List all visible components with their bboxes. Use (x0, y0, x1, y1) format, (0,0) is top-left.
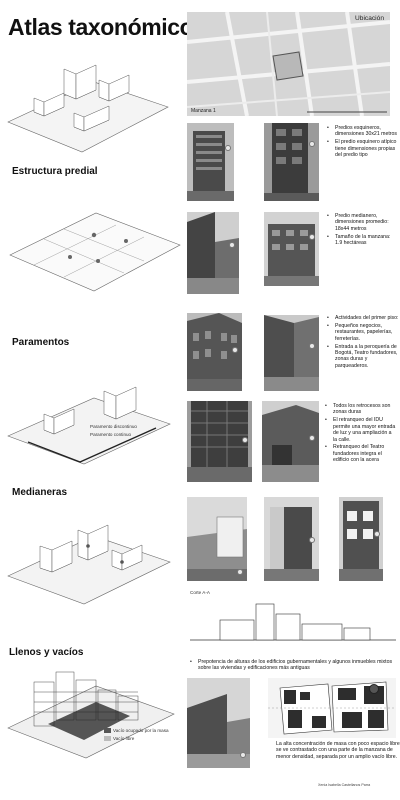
figure-ground-plan (268, 678, 396, 738)
photo-building-corner (187, 123, 234, 201)
camera-icon (225, 145, 231, 151)
camera-icon (240, 752, 246, 758)
location-map: Ubicación Manzana 1 (187, 12, 390, 116)
notes-llenos: Prepotencia de alturas de los edificios … (190, 659, 395, 673)
isometric-medianeras-diagram (4, 510, 174, 608)
photo-historic-corner (187, 313, 242, 391)
note-item: El predio esquinero atípico tiene dimens… (327, 139, 397, 158)
section-heading-estructura: Estructura predial (12, 166, 98, 177)
isometric-paramentos-diagram: Paramento discontinuo Paramento continuo (4, 378, 174, 468)
camera-icon (309, 537, 315, 543)
photo-street-view (187, 212, 239, 294)
photo-medianera-building (264, 497, 319, 581)
author-credit: Xenia Isabella Castellanos Parra (318, 783, 371, 787)
map-label: Ubicación (355, 15, 384, 22)
section-heading-llenos: Llenos y vacíos (9, 647, 84, 658)
camera-icon (237, 569, 243, 575)
camera-icon (229, 242, 235, 248)
photo-theatre-entrance (262, 401, 319, 482)
note-item: El retranqueo del IDU permite una mayor … (325, 417, 397, 443)
note-item: Retranqueo del Teatro fundadores integra… (325, 444, 397, 463)
page-title: Atlas taxonómico (8, 14, 194, 40)
notes-predial-b: Predio medianero, dimensiones promedio: … (327, 213, 397, 248)
isometric-llenos-vacios-diagram: Vacío ocupado por la masa Vacío libre (4, 662, 179, 762)
photo-medianera-tall (339, 497, 383, 581)
note-item: Pequeños negocios, restaurantes, papeler… (327, 323, 399, 342)
isometric-block-diagram (4, 52, 172, 157)
camera-icon (374, 531, 380, 537)
plan-lot-diagram (4, 195, 184, 300)
notes-predial-a: Predios esquineros, dimensiones 30x21 me… (327, 125, 397, 160)
label-paramento-continuo: Paramento continuo (90, 432, 132, 437)
photo-brick-building (264, 212, 319, 286)
camera-icon (232, 347, 238, 353)
map-caption: Manzana 1 (191, 108, 216, 114)
photo-modern-building (187, 401, 252, 482)
section-cut-label: Corte A-A (190, 590, 210, 595)
camera-icon (309, 435, 315, 441)
legend-swatch-masa (104, 728, 111, 733)
section-heading-paramentos: Paramentos (12, 337, 70, 348)
note-item: Predio medianero, dimensiones promedio: … (327, 213, 397, 232)
notes-paramentos-a: Actividades del primer piso: Pequeños ne… (327, 315, 399, 371)
photo-medianera-wall (187, 497, 247, 581)
llenos-caption: La alta concentración de masa con poco e… (276, 741, 400, 760)
section-heading-medianeras: Medianeras (12, 487, 68, 498)
photo-street-density (187, 678, 250, 768)
label-paramento-discontinuo: Paramento discontinuo (90, 424, 137, 429)
legend-swatch-vacio (104, 736, 111, 741)
section-cut-drawing: Corte A-A (190, 590, 400, 650)
legend-masa: Vacío ocupado por la masa (113, 728, 169, 733)
note-item: Predios esquineros, dimensiones 30x21 me… (327, 125, 397, 138)
note-item: Tamaño de la manzana: 1.9 hectáreas (327, 234, 397, 247)
notes-paramentos-b: Todos los retrocesos son zonas duras El … (325, 403, 397, 465)
camera-icon (242, 437, 248, 443)
camera-icon (309, 141, 315, 147)
compass-icon (369, 684, 379, 694)
legend-vacio: Vacío libre (113, 736, 135, 741)
note-item: Entrada a la peroquería de Bogotá, Teatr… (327, 344, 399, 370)
note-item: Todos los retrocesos son zonas duras (325, 403, 397, 416)
note-item: Prepotencia de alturas de los edificios … (190, 659, 395, 672)
photo-street-corner (264, 315, 319, 391)
photo-building-facade (264, 123, 319, 201)
camera-icon (309, 234, 315, 240)
note-item: Actividades del primer piso: (327, 315, 399, 322)
camera-icon (309, 343, 315, 349)
map-streets (187, 12, 390, 116)
